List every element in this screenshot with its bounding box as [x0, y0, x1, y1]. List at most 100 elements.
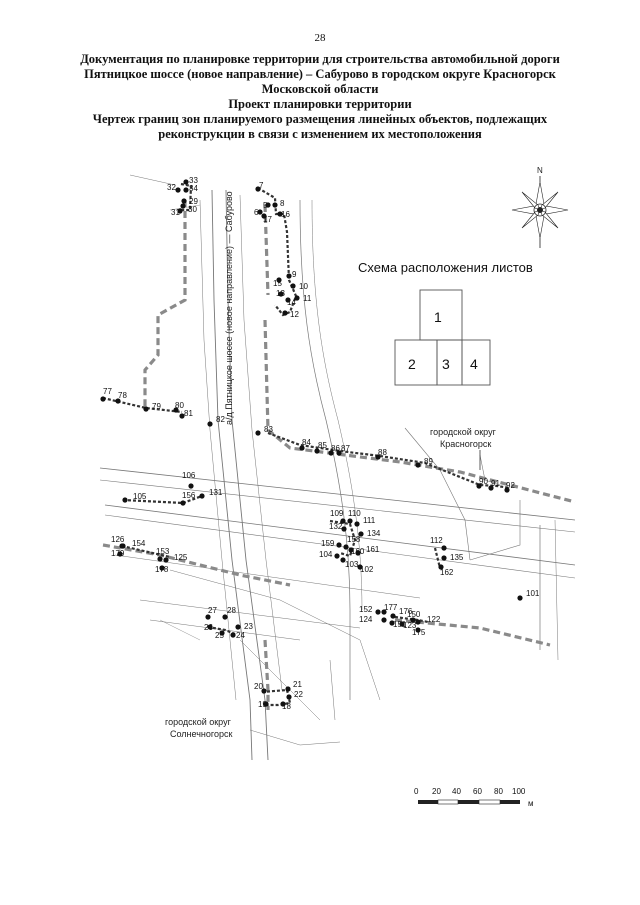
boundary-point-86: 86	[328, 444, 340, 456]
boundary-point-label: 159	[321, 539, 335, 548]
boundary-point-marker	[230, 632, 236, 638]
boundary-point-marker	[294, 295, 300, 301]
boundary-point-marker	[263, 701, 269, 707]
boundary-point-label: 112	[430, 536, 443, 545]
boundary-point-16: 16	[277, 210, 290, 219]
boundary-point-159: 159	[321, 539, 342, 548]
boundary-point-label: 20	[254, 682, 263, 691]
boundary-point-label: 153	[156, 547, 170, 556]
planned-zone-boundaries	[102, 200, 576, 710]
boundary-point-marker	[381, 617, 387, 623]
boundary-point-34: 34	[183, 184, 198, 193]
boundary-point-label: 176	[399, 607, 413, 616]
boundary-point-label: 13	[276, 289, 285, 298]
boundary-point-80: 80	[173, 401, 184, 413]
title-line-3: Московской области	[261, 82, 379, 96]
boundary-point-marker	[265, 202, 271, 208]
sheet-scheme: Схема расположения листов 1 2 3 4	[358, 260, 533, 386]
boundary-point-106: 106	[182, 471, 196, 489]
boundary-point-marker	[299, 445, 305, 451]
boundary-point-marker	[285, 686, 291, 692]
title-line-5: Чертеж границ зон планируемого размещени…	[92, 112, 548, 126]
boundary-point-marker	[286, 694, 292, 700]
boundary-point-marker	[343, 544, 349, 550]
boundary-point-91: 91	[488, 479, 500, 491]
boundary-point-label: 6	[254, 208, 259, 217]
boundary-point-label: 15	[273, 279, 282, 288]
road-label: а/д Пятницкое шоссе (новое направление) …	[224, 191, 234, 425]
boundary-point-label: 30	[188, 205, 197, 214]
boundary-point-label: 8	[280, 199, 285, 208]
boundary-point-label: 24	[236, 631, 245, 640]
boundary-point-84: 84	[299, 438, 311, 451]
boundary-point-82: 82	[207, 415, 225, 427]
boundary-point-150: 150	[407, 610, 421, 623]
boundary-point-28: 28	[222, 606, 236, 620]
boundary-point-110: 110	[347, 509, 361, 524]
boundary-point-marker	[180, 203, 186, 209]
boundary-point-marker	[276, 277, 282, 283]
boundary-point-label: 88	[378, 448, 387, 457]
boundary-point-label: 78	[118, 391, 127, 400]
boundary-point-label: 10	[299, 282, 308, 291]
boundary-point-label: 177	[384, 603, 398, 612]
district-solnechnogorsk-line1: городской округ	[165, 717, 232, 727]
boundary-point-17: 17	[261, 213, 272, 224]
boundary-point-marker	[175, 187, 181, 193]
page-number: 28	[314, 32, 326, 44]
boundary-point-marker	[272, 202, 278, 208]
boundary-point-label: 12	[290, 310, 299, 319]
boundary-point-label: 156	[182, 491, 196, 500]
boundary-point-label: 92	[506, 481, 515, 490]
boundary-point-label: 16	[281, 210, 290, 219]
boundary-point-marker	[314, 448, 320, 454]
boundary-point-label: 86	[331, 444, 340, 453]
boundary-point-105: 105	[122, 492, 147, 503]
boundary-point-label: 22	[294, 690, 303, 699]
boundary-point-label: 135	[450, 553, 464, 562]
boundary-point-marker	[334, 553, 340, 559]
boundary-point-marker	[181, 198, 187, 204]
boundary-point-24: 24	[230, 631, 245, 640]
boundary-point-marker	[347, 518, 353, 524]
boundary-point-135: 135	[441, 553, 464, 562]
boundary-point-marker	[340, 518, 346, 524]
boundary-point-175: 175	[412, 627, 426, 637]
boundary-point-marker	[336, 450, 342, 456]
boundary-point-30: 30	[180, 203, 197, 214]
boundary-point-88: 88	[375, 448, 387, 460]
boundary-point-marker	[122, 497, 128, 503]
boundary-point-label: 18	[282, 702, 291, 711]
boundary-point-19: 19	[258, 700, 269, 709]
boundary-point-marker	[476, 483, 482, 489]
scale-unit: м	[528, 799, 534, 808]
boundary-point-marker	[100, 396, 106, 402]
boundary-point-132: 132	[329, 522, 347, 532]
boundary-point-124: 124	[359, 615, 387, 624]
boundary-point-122: 122	[415, 615, 441, 625]
boundary-point-9: 9	[286, 270, 297, 279]
title-line-2: Пятницкое шоссе (новое направление) – Са…	[84, 67, 556, 81]
boundary-point-label: 106	[182, 471, 196, 480]
boundary-point-21: 21	[285, 680, 302, 692]
scale-bar: 0 20 40 60 80 100 м	[414, 787, 534, 808]
boundary-point-label: 124	[359, 615, 373, 624]
boundary-point-12: 12	[282, 310, 299, 319]
boundary-point-marker	[255, 430, 261, 436]
boundary-point-8: 8	[272, 199, 285, 208]
scale-tick-40: 40	[452, 787, 461, 796]
scale-tick-0: 0	[414, 787, 419, 796]
boundary-point-23: 23	[235, 622, 253, 631]
boundary-point-marker	[399, 621, 405, 627]
boundary-point-marker	[375, 454, 381, 460]
boundary-point-marker	[348, 547, 354, 553]
boundary-point-marker	[143, 406, 149, 412]
boundary-point-marker	[390, 613, 396, 619]
boundary-point-33: 33	[183, 176, 198, 185]
boundary-point-29: 29	[181, 197, 198, 206]
scale-tick-100: 100	[512, 787, 526, 796]
boundary-point-label: 83	[264, 425, 273, 434]
boundary-point-26: 26	[204, 623, 213, 632]
